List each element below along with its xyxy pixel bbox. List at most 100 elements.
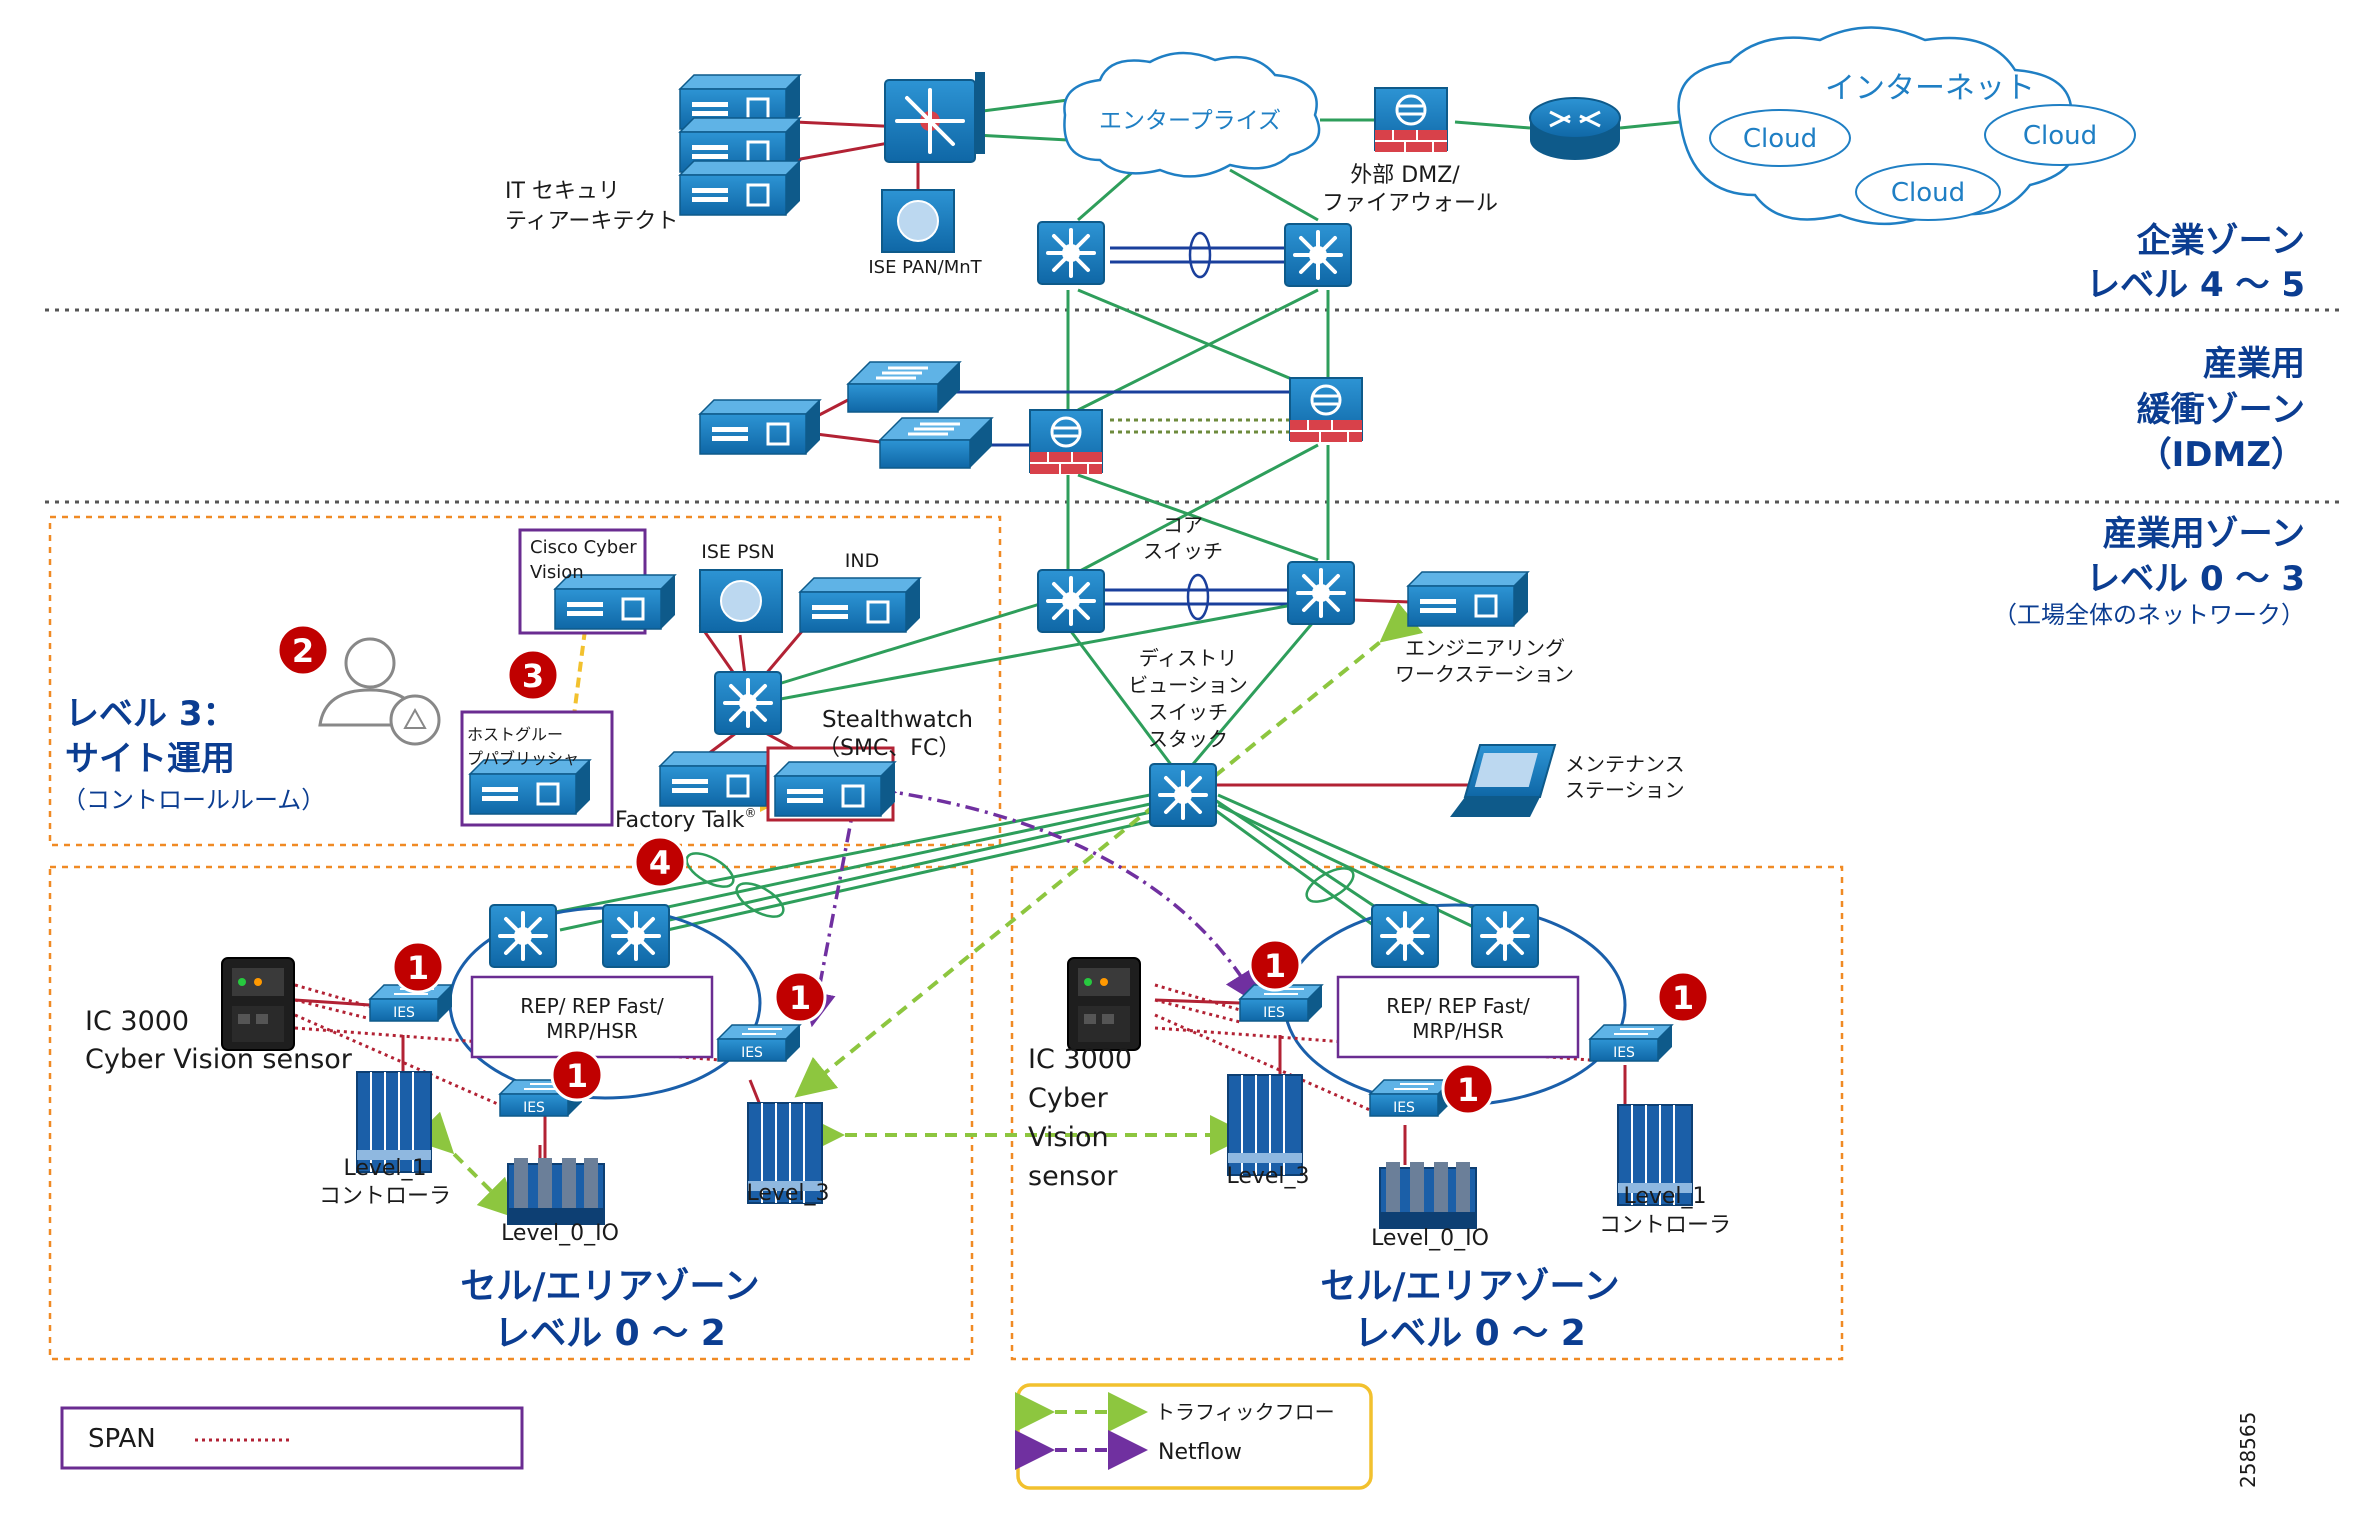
traffic-flow-legend-label: トラフィックフロー — [1155, 1400, 1335, 1424]
idmz-firewall-left — [1028, 408, 1104, 476]
cell-zone-left-box — [48, 865, 974, 1361]
cell-left-switch-b — [601, 903, 671, 969]
level3-server-right — [1227, 1074, 1303, 1176]
industrial-zone-label-line2: レベル 0 ～ 3 — [2086, 559, 2305, 599]
cell-right-switch-a — [1370, 903, 1440, 969]
cloud-a-label: Cloud — [1743, 124, 1817, 154]
cisco-cyber-vision-appliance — [553, 573, 677, 631]
cloud-b-label: Cloud — [2023, 121, 2097, 151]
badge-2: 2 — [276, 623, 330, 677]
svg-text:1: 1 — [566, 1057, 588, 1095]
enterprise-core-switch-left — [1036, 220, 1106, 286]
distribution-label-line2: ビューション — [1128, 673, 1248, 697]
ise-psn-label: ISE PSN — [701, 541, 774, 563]
level3-zone-label-line2: サイト運用 — [65, 739, 235, 779]
ic3000-sensor-right — [1067, 957, 1141, 1051]
stealthwatch-appliance — [773, 760, 897, 818]
cisco-cyber-vision-label-line1: Cisco Cyber — [530, 537, 637, 558]
host-group-label-line1: ホストグルー — [467, 725, 563, 744]
idmz-firewall-right — [1288, 376, 1364, 444]
level0-io-left — [507, 1157, 605, 1225]
distribution-label-line3: スイッチ — [1148, 700, 1228, 724]
rep-left-box — [470, 975, 714, 1059]
dmz-label-line2: ファイアウォール — [1322, 191, 1498, 216]
ic3000-left-label-line2: Cyber Vision sensor — [85, 1044, 353, 1075]
level1-left-label-line1: Level_1 — [343, 1156, 426, 1181]
distribution-label-line4: スタック — [1148, 727, 1228, 751]
engineering-label-line2: ワークステーション — [1395, 662, 1574, 686]
factory-talk-server — [658, 750, 782, 808]
factory-talk-label: Factory Talk® — [615, 806, 757, 833]
distribution-switch-stack — [1148, 762, 1218, 828]
maintenance-label-line1: メンテナンス — [1565, 752, 1685, 776]
badge-1: 1 — [391, 940, 445, 994]
operator-user-icon — [318, 637, 441, 746]
idmz-switch-lower — [878, 416, 994, 470]
rep-right-box — [1336, 975, 1580, 1059]
site-operations-switch — [713, 670, 783, 736]
badge-1: 1 — [550, 1048, 604, 1102]
level0-io-right — [1379, 1161, 1477, 1229]
ise-psn-appliance — [699, 569, 783, 633]
ic3000-right-label-line4: sensor — [1028, 1161, 1118, 1192]
ic3000-left-label-line1: IC 3000 — [85, 1006, 189, 1037]
svg-text:1: 1 — [1457, 1071, 1479, 1109]
core-switch-label-line2: スイッチ — [1143, 539, 1223, 563]
stealthwatch-label-line1: Stealthwatch — [822, 707, 973, 733]
industrial-core-switch-right — [1286, 560, 1356, 626]
ind-label: IND — [845, 550, 879, 572]
cell-right-label-line1: セル/エリアゾーン — [1320, 1266, 1619, 1307]
svg-text:1: 1 — [1264, 947, 1286, 985]
it-security-label-line1: IT セキュリ — [505, 179, 620, 204]
ies-label: IES — [1263, 1005, 1285, 1021]
cell-left-label-line2: レベル 0 ～ 2 — [494, 1313, 726, 1354]
level3-right-label: Level_3 — [1226, 1164, 1309, 1189]
enterprise-zone-label-line1: 企業ゾーン — [2137, 221, 2305, 261]
ies-label: IES — [741, 1045, 763, 1061]
level3-left-label: Level_3 — [746, 1181, 829, 1206]
svg-text:1: 1 — [407, 949, 429, 987]
maintenance-laptop — [1450, 744, 1557, 817]
badge-1: 1 — [1441, 1062, 1495, 1116]
level1-left-label-line2: コントローラ — [319, 1184, 451, 1209]
idmz-server — [698, 398, 822, 456]
rep-right-label-line2: MRP/HSR — [1412, 1019, 1504, 1043]
ies-label: IES — [1393, 1100, 1415, 1116]
cisco-cyber-vision-label-line2: Vision — [530, 562, 584, 583]
badge-3: 3 — [506, 648, 560, 702]
cell-right-label-line2: レベル 0 ～ 2 — [1354, 1313, 1586, 1354]
stealthwatch-label-line2: （SMC、FC） — [818, 736, 960, 761]
host-group-label-line2: プパブリッシャ — [467, 749, 579, 768]
enterprise-core-switch-right — [1283, 222, 1353, 288]
svg-text:1: 1 — [1672, 979, 1694, 1017]
badge-1: 1 — [773, 970, 827, 1024]
rep-left-label-line2: MRP/HSR — [546, 1019, 638, 1043]
ies-label: IES — [523, 1100, 545, 1116]
ise-pan-appliance — [881, 189, 955, 253]
ind-server — [798, 576, 922, 634]
netflow-legend-label: Netflow — [1158, 1440, 1242, 1465]
ic3000-right-label-line3: Vision — [1028, 1122, 1109, 1153]
svg-text:3: 3 — [522, 657, 544, 695]
badge-1: 1 — [1656, 970, 1710, 1024]
it-security-server-stack — [678, 73, 802, 217]
ies-label: IES — [1613, 1045, 1635, 1061]
level0-right-label: Level_0_IO — [1371, 1226, 1489, 1251]
it-security-label-line2: ティアーキテクト — [505, 209, 678, 234]
internet-label: インターネット — [1825, 71, 2035, 106]
level3-zone-label-line1: レベル 3： — [65, 694, 237, 734]
flow-legend: トラフィックフロー Netflow — [1015, 1383, 1373, 1490]
idmz-label-line2: 緩衝ゾーン — [2137, 390, 2305, 430]
dmz-label-line1: 外部 DMZ/ — [1350, 163, 1460, 188]
ic3000-sensor-left — [221, 957, 295, 1051]
badge-4: 4 — [633, 835, 687, 889]
cloud-c-label: Cloud — [1891, 178, 1965, 208]
badge-1: 1 — [1248, 938, 1302, 992]
figure-id: 258565 — [2236, 1412, 2260, 1488]
ic3000-right-label-line2: Cyber — [1028, 1083, 1109, 1114]
internet-router — [1529, 97, 1621, 160]
engineering-workstation — [1406, 570, 1530, 628]
level0-left-label: Level_0_IO — [501, 1221, 619, 1246]
industrial-core-switch-left — [1036, 568, 1106, 634]
ic3000-right-label-line1: IC 3000 — [1028, 1044, 1132, 1075]
